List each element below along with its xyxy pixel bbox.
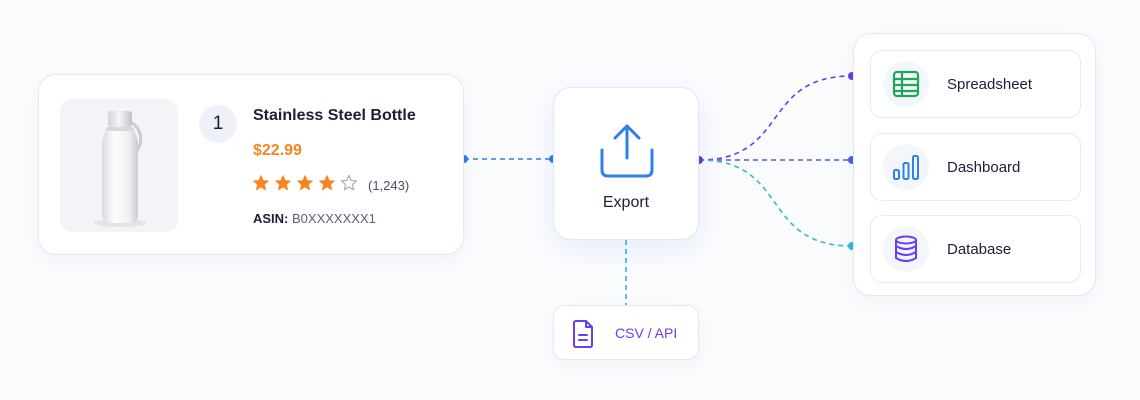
- star-filled-icon: [253, 175, 269, 191]
- star-filled-icon: [297, 175, 313, 191]
- asin-value: B0XXXXXXX1: [292, 211, 376, 226]
- export-label: Export: [602, 194, 650, 211]
- asin-label: ASIN:: [253, 211, 289, 226]
- asin-row: ASIN: B0XXXXXXX1: [253, 211, 376, 226]
- connector-export-to-spreadsheet: [698, 75, 853, 161]
- spreadsheet-icon: [892, 70, 920, 98]
- database-icon-wrap: [883, 226, 929, 272]
- rank-badge: 1: [199, 105, 237, 143]
- destination-label: Dashboard: [947, 159, 1021, 176]
- bottle-icon: [94, 111, 146, 227]
- dashboard-icon-wrap: [883, 144, 929, 190]
- spreadsheet-icon-wrap: [883, 61, 929, 107]
- bar-chart-icon: [893, 155, 919, 180]
- product-title: Stainless Steel Bottle: [253, 107, 416, 124]
- database-icon: [895, 235, 917, 262]
- export-card[interactable]: Export: [553, 87, 699, 240]
- review-count: (1,243): [368, 178, 410, 193]
- document-icon: [573, 320, 593, 348]
- star-empty-icon: [340, 174, 358, 191]
- star-filled-icon: [319, 175, 335, 191]
- destination-label: Spreadsheet: [947, 76, 1033, 93]
- destination-database[interactable]: Database: [870, 215, 1081, 283]
- destination-dashboard[interactable]: Dashboard: [870, 133, 1081, 201]
- destination-spreadsheet[interactable]: Spreadsheet: [870, 50, 1081, 118]
- connector-export-to-database: [698, 159, 853, 247]
- destinations-panel: Spreadsheet Dashboard Database: [853, 33, 1096, 296]
- product-price: $22.99: [253, 142, 302, 159]
- star-filled-icon: [275, 175, 291, 191]
- product-card[interactable]: 1 Stainless Steel Bottle $22.99 (1,243) …: [38, 74, 464, 255]
- upload-tray-icon: [600, 124, 654, 178]
- destination-label: Database: [947, 241, 1012, 258]
- product-image: [60, 99, 178, 232]
- csv-api-label: CSV / API: [615, 325, 678, 341]
- csv-api-card[interactable]: CSV / API: [553, 305, 699, 360]
- star-rating: [252, 174, 358, 192]
